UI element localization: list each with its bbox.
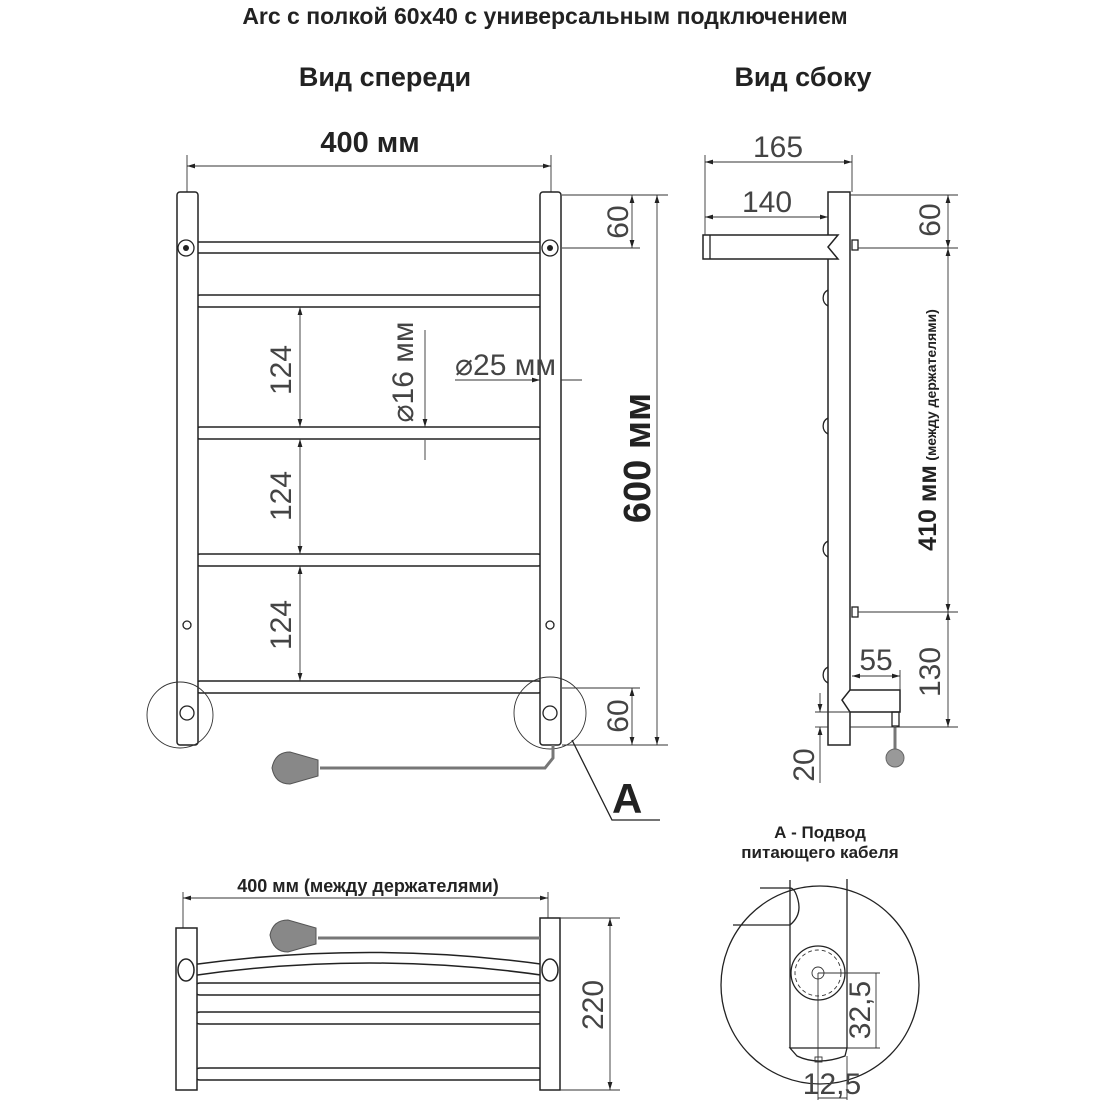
post-diameter: ⌀25 мм [455,349,556,382]
detail-a-title-1: А - Подвод [774,823,866,842]
drawing-title: Arc с полкой 60x40 с универсальным подкл… [242,3,847,29]
detail-a-callout [513,676,587,750]
holder-distance-value: 410 мм [914,465,942,551]
top-depth-label: 220 [577,980,610,1030]
detail-horizontal-dim: 12,5 [803,1068,861,1101]
side-bottom-offset: 130 [914,647,947,697]
side-view: Вид сбоку 165 140 60 410 мм (между держа… [702,62,958,783]
side-holder-distance: 410 мм (между держателями) [914,309,942,551]
detail-marker: A [612,775,642,822]
front-view: Вид спереди 400 мм 60 60 600 мм [146,62,668,822]
side-top-offset: 60 [914,203,947,236]
detail-a: А - Подвод питающего кабеля 32,5 12,5 [720,823,920,1101]
side-bottom-gap: 20 [788,748,821,781]
left-post [176,191,199,746]
side-shelf-depth: 140 [742,186,792,219]
side-depth-total: 165 [753,131,803,164]
top-view: 400 мм (между держателями) 220 [175,876,620,1091]
front-width-label: 400 мм [320,127,419,159]
front-view-heading: Вид спереди [299,62,471,92]
detail-a-title-2: питающего кабеля [741,843,898,862]
rung-spacing-2: 124 [265,471,298,521]
rung-spacing-3: 124 [265,600,298,650]
front-bottom-offset: 60 [602,699,635,732]
front-top-offset: 60 [602,205,635,238]
rung-spacing-1: 124 [265,345,298,395]
top-width-label: 400 мм (между держателями) [237,876,499,896]
rung-diameter: ⌀16 мм [387,321,420,422]
side-view-heading: Вид сбоку [734,62,871,92]
detail-vertical-dim: 32,5 [844,981,877,1039]
front-height-label: 600 мм [617,393,659,523]
side-connector-depth: 55 [859,644,892,677]
holder-distance-note: (между держателями) [923,309,939,461]
right-post [539,191,562,746]
